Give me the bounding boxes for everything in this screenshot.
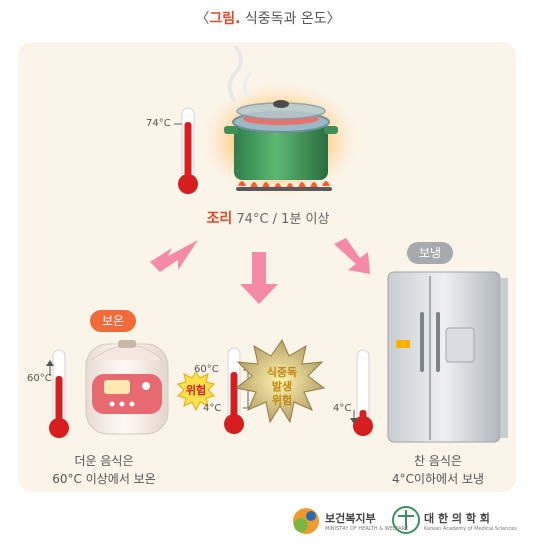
arrow-to-keep-warm: [150, 240, 198, 272]
refrigerate-tag: 보냉: [407, 242, 454, 264]
thermometer-refrigerate-icon: [350, 349, 373, 436]
danger-high-tick: 60°C: [194, 364, 219, 375]
refrigerator-icon: [387, 271, 508, 443]
food-poisoning-burst-icon: [234, 338, 326, 424]
arrow-to-danger-zone: [240, 252, 278, 304]
keep-warm-temp-tick: 60°C: [27, 373, 52, 384]
ministry-name: 보건복지부: [325, 512, 376, 525]
academy-logo-icon: [392, 506, 420, 534]
refrigerate-temp-tick: 4°C: [333, 403, 352, 414]
cooking-pot-icon: [198, 46, 362, 200]
ministry-logo-icon: [293, 508, 319, 534]
thermometer-keep-warm-icon: [46, 349, 69, 438]
danger-warning-badge: [177, 371, 215, 412]
academy-name: 대 한 의 학 회: [424, 512, 490, 525]
danger-low-tick: 4°C: [203, 403, 222, 414]
danger-warning-text: 위험: [185, 384, 207, 397]
thermometer-danger-zone-icon: [224, 347, 249, 434]
arrow-to-refrigerate: [334, 238, 370, 274]
rice-cooker-icon: [85, 340, 169, 435]
figure-title: 〈그림. 식중독과 온도〉: [195, 11, 341, 27]
keep-warm-tag: 보온: [90, 310, 137, 332]
cooking-temp-tick: 74°C: [146, 118, 171, 129]
thermometer-cooking-icon: [174, 107, 198, 194]
ministry-subtitle: MINISTRY OF HEALTH & WELFARE: [325, 526, 409, 532]
academy-subtitle: Korean Academy of Medical Sciences: [424, 526, 517, 532]
cooking-label: 조리 74°C / 1분 이상: [206, 211, 330, 227]
